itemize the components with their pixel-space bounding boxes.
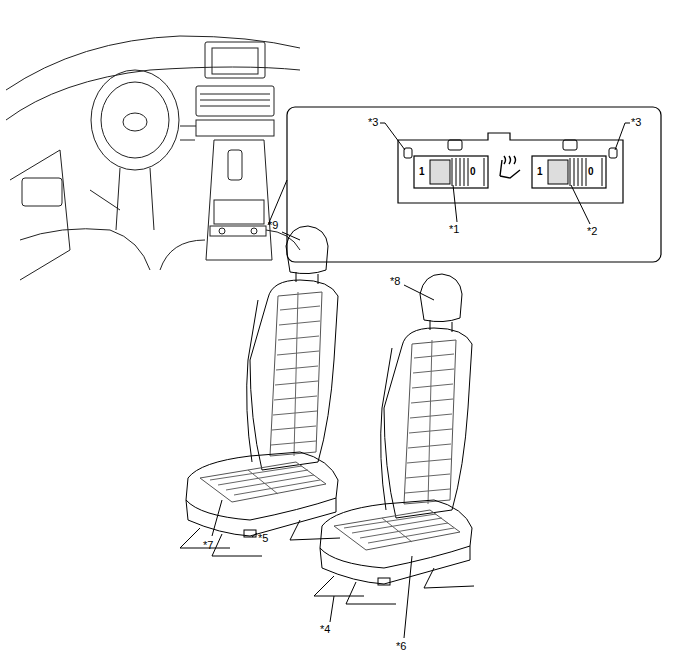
callout-number: *4 xyxy=(320,624,330,635)
callout-number: *2 xyxy=(587,226,597,237)
switch-marking: 0 xyxy=(470,167,476,177)
callout-number: *6 xyxy=(396,641,406,652)
callout-number: *8 xyxy=(390,276,400,287)
callout-number: *1 xyxy=(449,224,459,235)
switch-marking: 1 xyxy=(419,167,425,177)
switch-marking: 1 xyxy=(537,167,543,177)
callout-number: *3 xyxy=(368,117,378,128)
callout-number: *5 xyxy=(258,533,268,544)
callout-number: *3 xyxy=(631,117,641,128)
callout-number: *7 xyxy=(203,540,213,551)
switch-marking: 0 xyxy=(588,167,594,177)
callout-number: *9 xyxy=(268,220,278,231)
